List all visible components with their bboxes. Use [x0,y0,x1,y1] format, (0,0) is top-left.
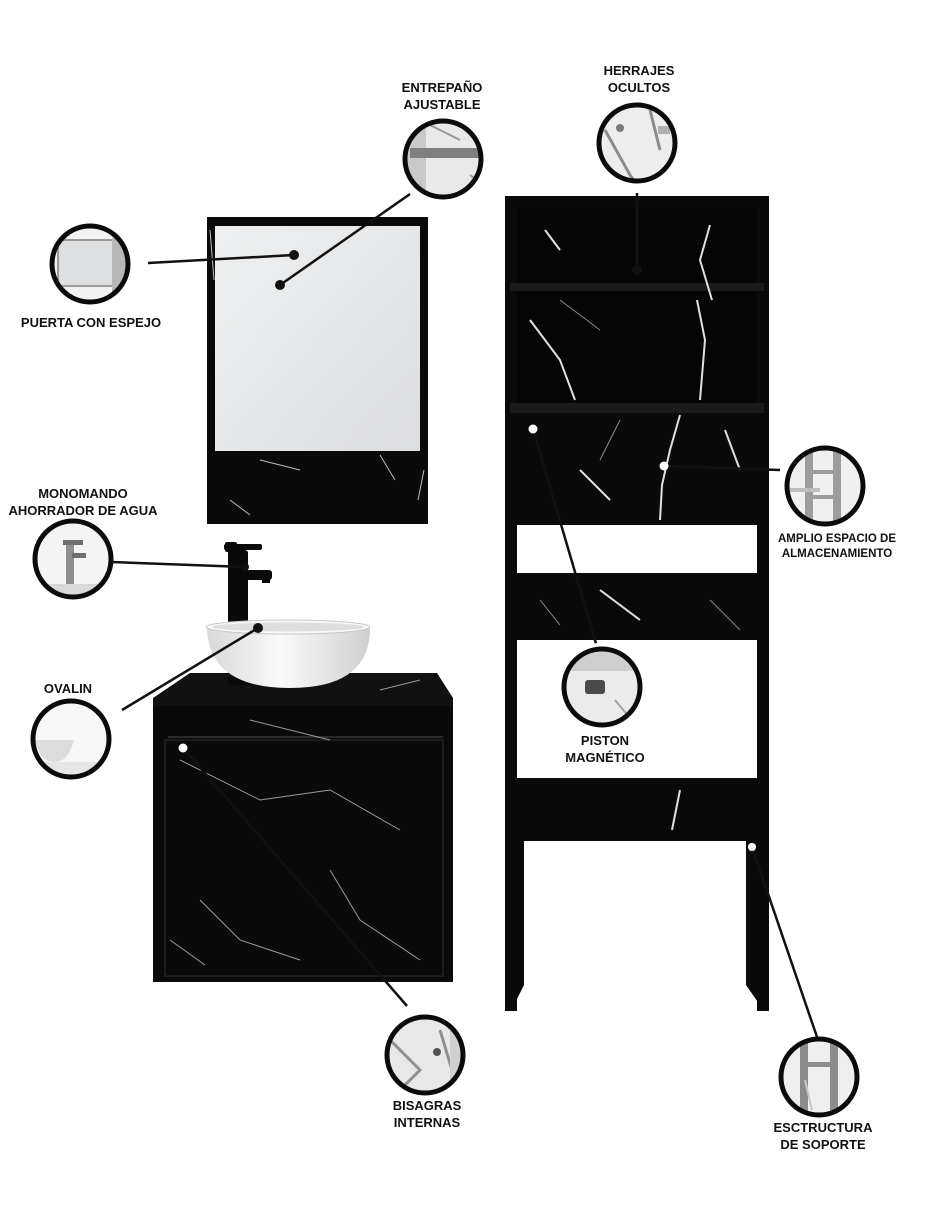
label-estructura-line-2: DE SOPORTE [780,1137,866,1152]
detail-circle-monomando [32,518,114,600]
label-monomando-line-2: AHORRADOR DE AGUA [8,503,158,518]
vanity-door [164,739,444,977]
label-entrepano-line-1: ENTREPAÑO [401,80,483,95]
label-herrajes: HERRAJES OCULTOS [584,62,694,96]
label-amplio-line-1: AMPLIO ESPACIO DE [778,533,896,545]
detail-circle-bisagras [384,1014,466,1096]
detail-circle-piston [561,646,643,728]
label-piston-line-2: MAGNÉTICO [565,750,645,765]
label-entrepano-line-2: AJUSTABLE [403,97,481,112]
label-piston: PISTON MAGNÉTICO [550,732,660,766]
detail-circle-estructura [778,1036,860,1118]
label-estructura-line-1: ESCTRUCTURA [773,1120,873,1135]
label-amplio: AMPLIO ESPACIO DE ALMACENAMIENTO [768,532,906,562]
vanity-body [153,706,453,982]
marble-veins [209,229,425,516]
detail-circle-amplio [784,445,866,527]
label-piston-line-1: PISTON [580,733,630,748]
vanity-cabinet [153,640,453,982]
label-amplio-line-2: ALMACENAMIENTO [781,548,893,560]
mirror-panel [215,226,420,451]
detail-circle-puerta [49,223,131,305]
label-herrajes-line-1: HERRAJES [603,63,675,78]
storage-tower [505,196,769,1011]
leader-lines [111,192,819,1038]
label-bisagras-line-2: INTERNAS [393,1115,461,1130]
mirror-cabinet [207,217,428,524]
label-monomando-line-1: MONOMANDO [38,486,128,501]
basin [205,619,371,688]
marble-veins [539,299,741,631]
label-ovalin: OVALIN [28,680,108,697]
label-ovalin-line-1: OVALIN [43,681,93,696]
faucet [224,542,272,630]
label-estructura: ESCTRUCTURA DE SOPORTE [762,1119,884,1153]
label-puerta: PUERTA CON ESPEJO [6,314,176,331]
marble-veins [169,679,421,966]
detail-circle-entrepano [402,118,484,200]
detail-circle-ovalin [30,698,112,780]
label-bisagras-line-1: BISAGRAS [392,1098,462,1113]
label-bisagras: BISAGRAS INTERNAS [376,1097,478,1131]
label-monomando: MONOMANDO AHORRADOR DE AGUA [2,485,164,519]
label-entrepano: ENTREPAÑO AJUSTABLE [380,79,504,113]
detail-circle-herrajes [596,102,678,184]
label-herrajes-line-2: OCULTOS [607,80,671,95]
leader-dots [241,250,756,851]
label-puerta-line-1: PUERTA CON ESPEJO [20,315,162,330]
